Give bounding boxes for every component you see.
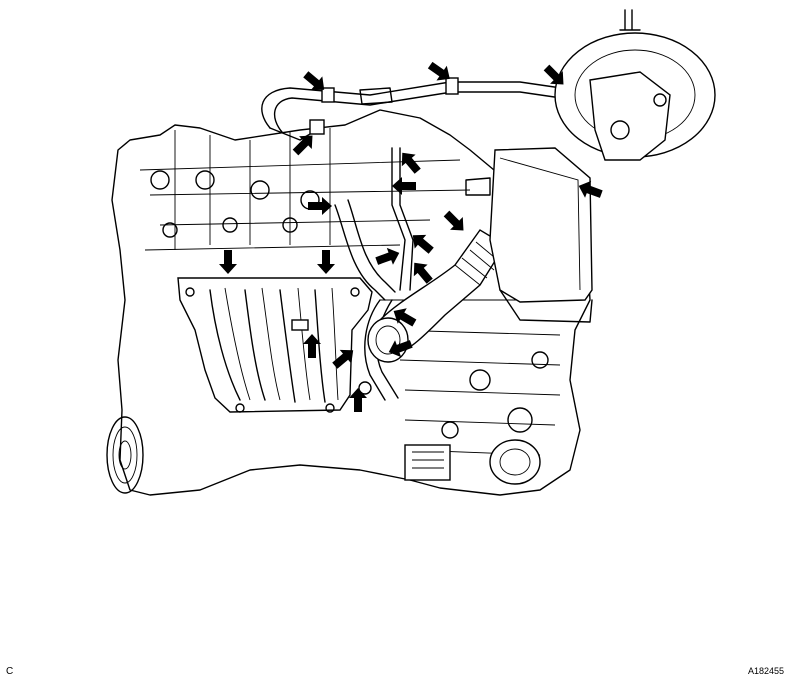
crank-pulley: [106, 416, 144, 494]
arrow-3: [543, 64, 564, 85]
callout-arrows: [219, 61, 603, 412]
arrow-6: [392, 177, 416, 195]
arrow-14: [393, 308, 417, 327]
arrow-9: [412, 234, 434, 254]
air-cleaner-case: [465, 147, 593, 323]
arrow-2: [427, 61, 450, 81]
arrow-18: [349, 388, 367, 412]
arrow-12: [219, 250, 237, 274]
arrow-8: [443, 210, 464, 231]
arrow-1: [303, 71, 325, 91]
intake-manifold: [177, 277, 373, 413]
arrow-15: [303, 334, 321, 358]
arrow-13: [317, 250, 335, 274]
arrow-16: [332, 349, 354, 369]
brake-booster-vacuum-hose: [261, 77, 581, 141]
brake-booster: [554, 9, 716, 161]
arrow-11: [413, 262, 433, 284]
arrow-5: [401, 152, 421, 174]
corner-letter-label: C: [6, 666, 14, 677]
figure-code-label: A182455: [747, 666, 784, 676]
ventilation-hoses: [334, 147, 414, 401]
arrow-4: [292, 135, 313, 156]
lower-components: [358, 381, 541, 485]
arrow-17: [388, 340, 413, 358]
arrow-19: [578, 180, 603, 198]
arrow-10: [375, 247, 400, 265]
arrow-7: [308, 197, 332, 215]
